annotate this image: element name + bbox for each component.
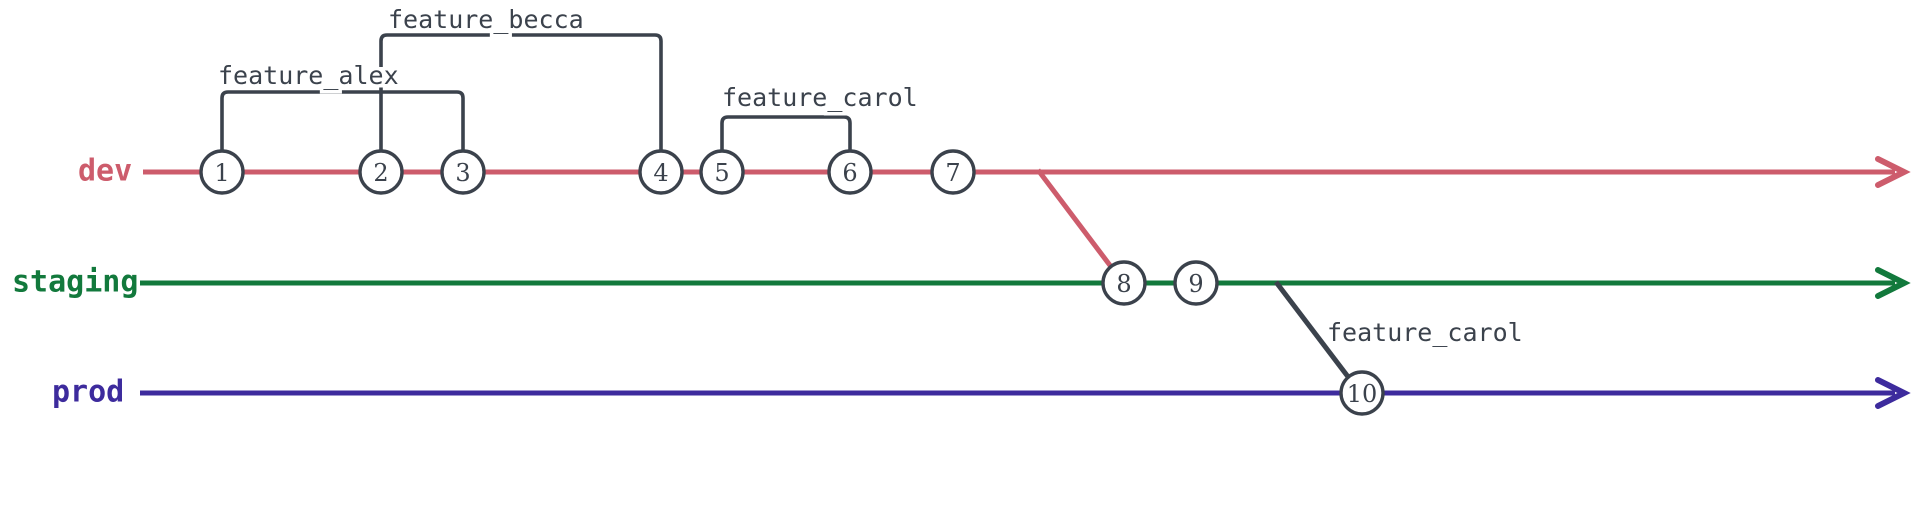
feature-bracket-feature_becca — [379, 33, 663, 151]
commit-node-label-1: 1 — [214, 159, 229, 187]
commit-node-label-4: 4 — [653, 159, 668, 187]
commit-node-6[interactable]: 6 — [827, 149, 873, 195]
commit-node-circle-7 — [930, 149, 976, 195]
feature-label-halo-feature_alex: feature_alex — [218, 61, 399, 90]
commit-node-2[interactable]: 2 — [358, 149, 404, 195]
merge-edge-staging-to-prod — [1274, 280, 1354, 384]
commit-node-label-6: 6 — [842, 159, 857, 187]
feature-label-halo-feature_becca: feature_becca — [388, 5, 584, 34]
commit-node-label-3: 3 — [455, 159, 470, 187]
branch-labels-group: dev staging prod — [12, 154, 138, 410]
feature-label-feature_carol_dev: feature_carol — [722, 83, 918, 112]
feature-label-feature_alex: feature_alex — [218, 61, 399, 90]
commit-node-9[interactable]: 9 — [1173, 260, 1219, 306]
feature-bracket-feature_carol_dev — [720, 115, 852, 151]
commit-node-circle-9 — [1173, 260, 1219, 306]
commit-node-label-2: 2 — [373, 159, 388, 187]
feature-labels-group: feature_alexfeature_alexfeature_beccafea… — [215, 2, 922, 116]
commit-node-8[interactable]: 8 — [1101, 260, 1147, 306]
arrowheads-group — [1875, 156, 1911, 409]
edge-labels-group: feature_carol — [1327, 318, 1523, 347]
commit-node-circle-3 — [440, 149, 486, 195]
commit-node-label-9: 9 — [1188, 270, 1203, 298]
branch-lines-group — [140, 169, 1895, 396]
arrowhead-prod-arrow — [1875, 377, 1911, 409]
arrowhead-staging-arrow — [1875, 267, 1911, 299]
commit-node-4[interactable]: 4 — [638, 149, 684, 195]
commit-node-circle-4 — [638, 149, 684, 195]
arrowhead-dev-arrow — [1875, 156, 1911, 188]
commit-node-circle-8 — [1101, 260, 1147, 306]
commit-node-3[interactable]: 3 — [440, 149, 486, 195]
merge-edges-group — [1036, 168, 1354, 384]
commit-node-label-8: 8 — [1116, 270, 1131, 298]
commit-nodes-group: 1 2 3 4 5 6 7 8 9 10 — [199, 149, 1385, 416]
commit-node-circle-6 — [827, 149, 873, 195]
commit-node-circle-2 — [358, 149, 404, 195]
feature-label-halo-feature_carol_dev: feature_carol — [722, 83, 918, 112]
edge-label-feature_carol_prod: feature_carol — [1327, 318, 1523, 347]
commit-node-5[interactable]: 5 — [699, 149, 745, 195]
branch-label-dev: dev — [78, 154, 132, 189]
merge-edge-dev-to-staging — [1036, 168, 1117, 274]
commit-node-label-10: 10 — [1347, 380, 1378, 408]
commit-node-circle-5 — [699, 149, 745, 195]
commit-node-circle-10 — [1339, 370, 1385, 416]
commit-node-label-7: 7 — [945, 159, 960, 187]
commit-node-10[interactable]: 10 — [1339, 370, 1385, 416]
commit-node-circle-1 — [199, 149, 245, 195]
feature-label-feature_becca: feature_becca — [388, 5, 584, 34]
commit-node-label-5: 5 — [714, 159, 729, 187]
feature-brackets-group — [220, 33, 852, 151]
commit-node-1[interactable]: 1 — [199, 149, 245, 195]
branch-label-staging: staging — [12, 265, 138, 300]
feature-bracket-feature_alex — [220, 90, 465, 151]
commit-node-7[interactable]: 7 — [930, 149, 976, 195]
branch-label-prod: prod — [52, 375, 124, 410]
